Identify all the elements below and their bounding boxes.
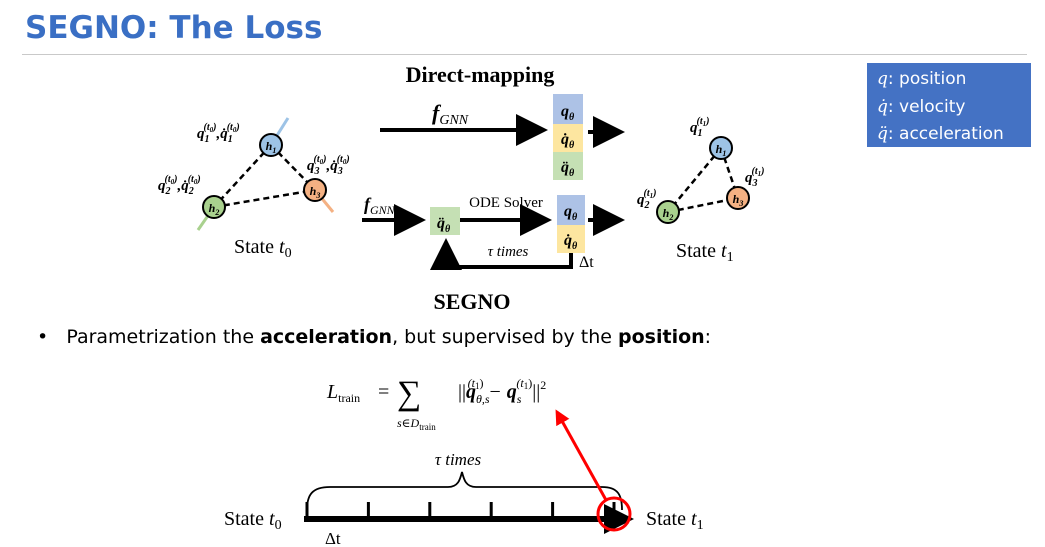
timeline-delta-t: Δt: [325, 529, 341, 547]
title-divider: [22, 54, 1027, 55]
segno-output-position: [557, 195, 585, 225]
left-label-node1: q1(t0),q̇1(t0): [197, 122, 240, 145]
timeline-state-t1: State t1: [646, 508, 704, 533]
timeline-ticks: [305, 502, 616, 519]
direct-output-position: [553, 94, 583, 124]
legend-symbol: q: [877, 69, 888, 89]
segno-output-q: qθ: [564, 203, 578, 223]
bullet-text-2: , but supervised by the: [392, 326, 619, 348]
node-h2-label: h2: [209, 201, 220, 217]
bullet-bold-position: position: [618, 326, 705, 348]
legend-sep: :: [887, 97, 894, 117]
edge-h1-h2: [213, 144, 272, 208]
page-title: SEGNO: The Loss: [25, 10, 323, 46]
state-t0-label: State t0: [234, 236, 292, 261]
node-h3-right: [726, 186, 750, 210]
node-h2-right: [656, 200, 680, 224]
state-t1-label: State t1: [676, 240, 734, 265]
node-h2-right-label: h2: [663, 206, 674, 222]
highlight-arrow: [555, 409, 608, 501]
bullet-marker: •: [37, 326, 49, 348]
left-label-node3: q3(t0),q̇3(t0): [307, 154, 350, 177]
notation-legend: q: position q̇: velocity q̈: acceleratio…: [867, 63, 1031, 147]
formula-sum-subscript: s∈Dtrain: [397, 416, 436, 432]
node-h1-right: [709, 136, 733, 160]
legend-symbol: q̈: [877, 124, 888, 144]
right-label-node1: q1(t1): [690, 116, 709, 139]
legend-sep: :: [887, 124, 894, 144]
legend-symbol: q̇: [877, 97, 888, 117]
tau-brace: [306, 471, 623, 511]
timeline: τ times State t0 State t1 Δt: [224, 409, 704, 547]
right-label-node2: q2(t1): [637, 188, 656, 211]
segno-accel-box: [430, 207, 460, 235]
node-h1: [259, 133, 283, 157]
segno-output-velocity: [557, 225, 585, 253]
tau-loop-label: τ times: [488, 244, 529, 260]
formula-body: ||qθ,s(t1)−qs(t1)||2: [458, 376, 546, 406]
legend-item-velocity: q̇: velocity: [877, 97, 965, 117]
segno-label: SEGNO: [433, 289, 510, 314]
legend-label: acceleration: [899, 124, 1004, 144]
node-h3: [303, 178, 327, 202]
legend-item-position: q: position: [877, 69, 966, 89]
formula-equals: =: [378, 381, 389, 403]
legend-sep: :: [887, 69, 894, 89]
node-h1-label: h1: [266, 139, 277, 155]
bullet-text-3: :: [704, 326, 712, 348]
node-h3-label: h3: [310, 184, 321, 200]
segno-delta-t: Δt: [579, 254, 594, 271]
bullet-text-1: Parametrization the: [66, 326, 261, 348]
node-h2: [202, 195, 226, 219]
direct-output-q: qθ: [561, 103, 575, 123]
direct-mapping-path: fGNN qθ q̇θ q̈θ: [380, 94, 625, 180]
legend-label: velocity: [899, 97, 966, 117]
legend-label: position: [899, 69, 967, 89]
segno-fgnn-label: fGNN: [364, 194, 396, 217]
bullet-bold-acceleration: acceleration: [260, 326, 393, 348]
ode-solver-label: ODE Solver: [469, 195, 543, 211]
left-state-graph: h1 h2 h3 q1(t0),q̇1(t0) q2(t0),q̇2(t0) q…: [158, 117, 350, 261]
formula-sum: ∑: [397, 375, 421, 412]
right-state-graph: h1 h2 h3 q1(t1) q2(t1) q3(t1) State t1: [637, 116, 764, 265]
right-label-node3: q3(t1): [745, 166, 764, 189]
node-h1-right-label: h1: [716, 142, 727, 158]
direct-output-velocity: [553, 124, 583, 152]
timeline-state-t0: State t0: [224, 508, 282, 533]
highlight-circle: [596, 496, 632, 532]
direct-fgnn-label: fGNN: [432, 100, 469, 128]
direct-mapping-label: Direct-mapping: [406, 62, 555, 87]
legend-item-acceleration: q̈: acceleration: [877, 124, 1004, 144]
tau-loop-arrow: [430, 238, 573, 270]
node-h3-right-label: h3: [733, 192, 744, 208]
edge-h1-h2-right: [667, 147, 722, 213]
direct-output-acceleration: [553, 152, 583, 180]
segno-path: fGNN q̈θ ODE Solver qθ q̇θ τ times Δt: [362, 194, 625, 271]
formula-lhs: Ltrain: [326, 381, 360, 405]
timeline-tau-label: τ times: [435, 450, 482, 469]
loss-formula: Ltrain = ∑ s∈Dtrain ||qθ,s(t1)−qs(t1)||2: [326, 375, 546, 432]
edge-h2-h3: [213, 188, 316, 209]
bullet-statement: • Parametrization the acceleration, but …: [37, 326, 711, 348]
left-label-node2: q2(t0),q̇2(t0): [158, 174, 201, 197]
